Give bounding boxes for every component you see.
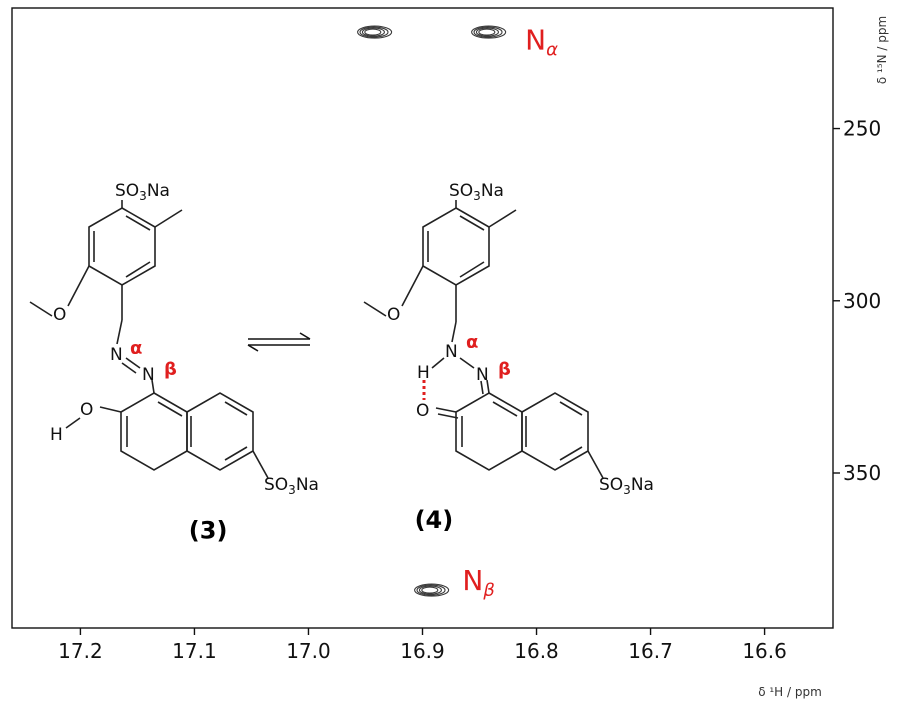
s3-ring-sulfonate: SO3Na [264, 475, 319, 497]
y-axis: 250 300 350 [833, 117, 881, 485]
compound-4-label: (4) [415, 506, 454, 534]
y-tick-label: 250 [843, 117, 881, 141]
peak-layer [357, 25, 507, 597]
x-tick-label: 16.8 [514, 639, 559, 663]
nmr-peak [357, 25, 393, 39]
y-axis-title: δ ¹⁵N / ppm [875, 16, 889, 84]
x-tick-label: 16.9 [400, 639, 445, 663]
peak-contour [471, 25, 507, 39]
s4-n-alpha: N [445, 342, 458, 362]
peak-contour [359, 26, 389, 38]
peak-contour [357, 25, 393, 39]
x-axis-title: δ ¹H / ppm [758, 685, 822, 699]
x-tick-label: 16.7 [628, 639, 673, 663]
peak-contour [478, 28, 496, 36]
peak-contour [361, 27, 385, 37]
n-alpha-label: Nα [525, 23, 558, 60]
s3-top-sulfonate: SO3Na [115, 181, 170, 203]
s4-ring-sulfonate: SO3Na [599, 475, 654, 497]
nmr-peak [471, 25, 507, 39]
structure-4-hydrazone: SO3Na O N N H α β O SO3Na [363, 181, 654, 497]
peak-contour [416, 584, 446, 596]
peak-contour [473, 26, 503, 38]
x-tick-label: 17.2 [58, 639, 103, 663]
y-tick-label: 300 [843, 289, 881, 313]
s3-methoxy-o: O [53, 305, 66, 325]
s3-alpha-label: α [130, 338, 142, 359]
s4-carbonyl-o: O [416, 401, 429, 421]
structure-3-azo: SO3Na O N N α β O H SO3Na [29, 181, 319, 497]
equilibrium-arrows [247, 332, 311, 352]
s3-n-alpha: N [110, 345, 123, 365]
s4-n-beta: N [476, 365, 489, 385]
s4-methoxy-o: O [387, 305, 400, 325]
x-tick-label: 17.1 [172, 639, 217, 663]
s4-alpha-label: α [466, 332, 478, 353]
plot-frame [11, 7, 834, 629]
n-beta-label: Nβ [462, 564, 494, 601]
peak-contour [414, 583, 450, 597]
compound-3-label: (3) [189, 516, 228, 544]
peak-contour [418, 585, 442, 595]
s3-n-beta: N [142, 365, 155, 385]
n-beta-sub: β [482, 580, 495, 601]
peak-contour [364, 28, 382, 36]
n-alpha-main: N [525, 23, 546, 56]
s3-beta-label: β [164, 359, 177, 380]
s4-beta-label: β [498, 359, 511, 380]
peak-contour [475, 27, 499, 37]
peak-contour [421, 586, 439, 594]
nmr-peak [414, 583, 450, 597]
s4-hydrogen: H [417, 363, 430, 383]
n-beta-main: N [462, 564, 483, 597]
x-axis: 17.2 17.1 17.0 16.9 16.8 16.7 16.6 [58, 628, 787, 663]
s3-hydroxyl-o: O [80, 400, 93, 420]
s3-hydroxyl-h: H [50, 425, 63, 445]
n-alpha-sub: α [546, 39, 558, 60]
s4-top-sulfonate: SO3Na [449, 181, 504, 203]
x-tick-label: 16.6 [742, 639, 787, 663]
y-tick-label: 350 [843, 461, 881, 485]
x-tick-label: 17.0 [286, 639, 331, 663]
